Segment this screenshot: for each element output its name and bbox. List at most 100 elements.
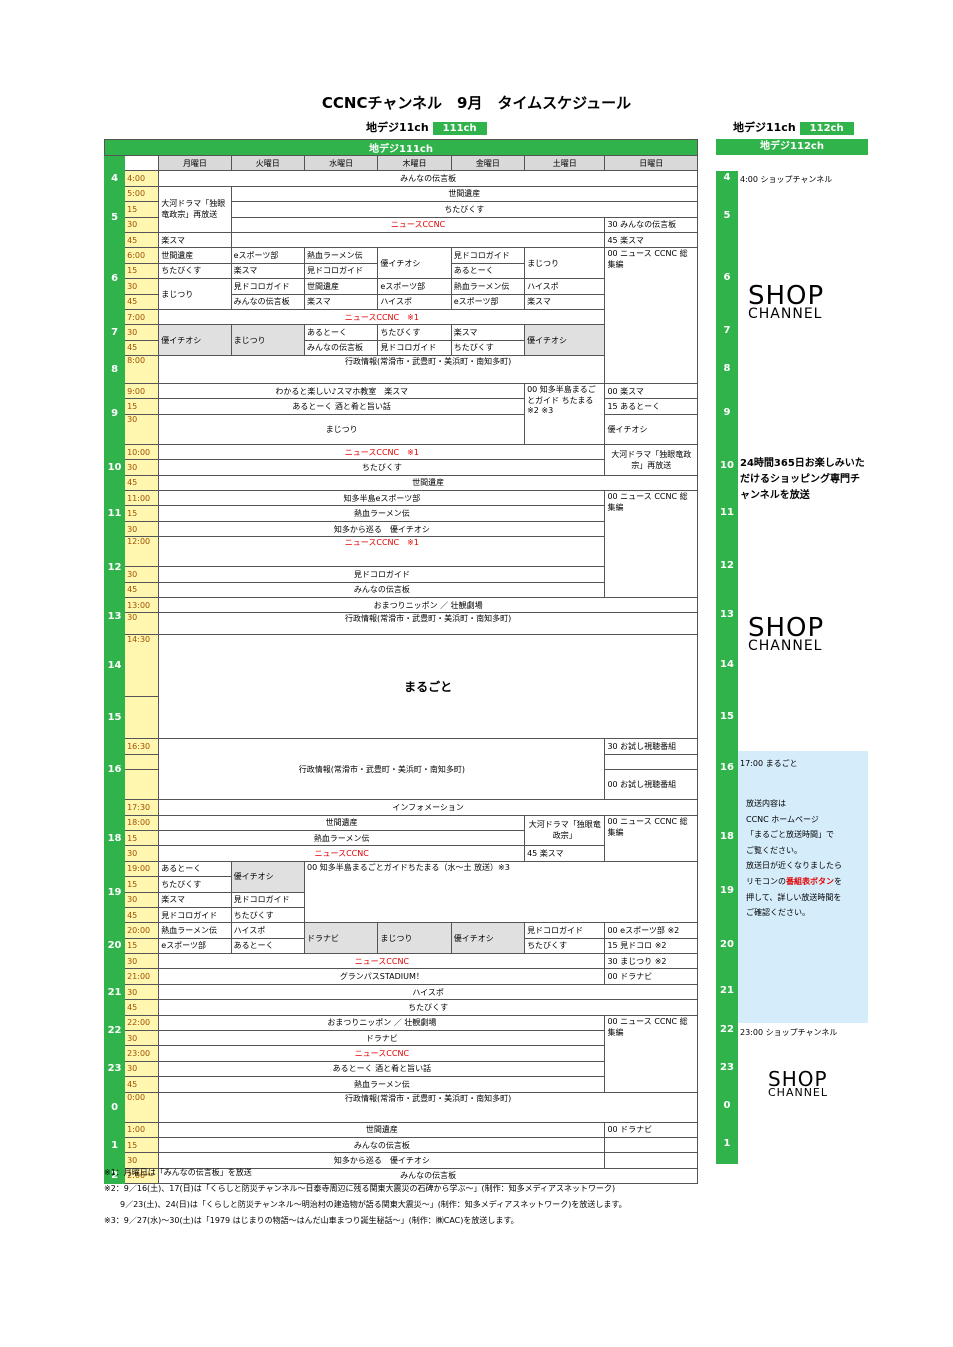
hour-label: 22 [103,1014,126,1047]
ch112-hour-label: 10 [720,460,734,472]
hour-label: 23 [103,1045,126,1093]
hour-label: 18 [103,814,126,862]
minute-label: 19:00 [124,860,160,878]
ch112-hour-label: 14 [720,658,734,670]
table-row [105,753,698,771]
program-cell: 見ドコロガイド [230,891,305,908]
ch112-hour-label: 22 [720,1023,734,1035]
program-cell: まじつり [377,922,452,955]
program-cell: あるとーく [230,937,305,955]
hour-label: 6 [103,247,126,310]
program-cell: あるとーく [158,860,232,878]
program-cell: みんなの伝言板 [303,339,379,357]
minute-label: 45 [124,581,160,598]
hour-label: 16 [103,738,126,801]
hour-label: 2 [103,1167,126,1185]
program-cell: 熱血ラーメン伝 [158,922,232,939]
minute-label: 15 [124,505,160,522]
program-cell: 楽スマ [303,293,379,310]
day-wed: 水曜日 [303,154,379,172]
ch111-label: 地デジ11ch [366,121,429,134]
program-cell: 楽スマ [450,324,526,341]
program-cell: わかると楽しい♪スマホ教室 楽スマ [158,383,526,400]
hour-label: 20 [103,922,126,970]
minute-label: 15 [124,829,160,847]
ch112-hour-label: 23 [720,1061,734,1073]
program-cell: 30 みんなの伝言板 [604,216,698,233]
program-cell: ハイスポ [158,983,698,1001]
day-thu: 木曜日 [377,154,452,172]
ch112-label: 地デジ11ch [733,121,796,134]
ch112-hour-label: 0 [723,1100,731,1112]
shop-channel-start: 4:00 ショップチャンネル [740,175,833,184]
program-cell: 熱血ラーメン伝 [450,278,526,295]
program-cell: グランパスSTADIUM！ [158,968,606,985]
hour-label: 10 [103,443,126,492]
program-cell: 00 知多半島まるごとガイドちたまる（水～土 放送）※3 [303,860,699,924]
minute-label: 1:00 [124,1121,160,1138]
day-fri: 金曜日 [450,154,526,172]
program-cell: ちたびくす [230,201,699,218]
minute-label: 18:00 [124,814,160,831]
program-cell: 優イチオシ [604,413,698,445]
minute-label: 45 [124,1076,160,1093]
program-cell: あるとーく 酒と肴と旨い話 [158,1060,606,1078]
footnote: 9／23(土)、24(日)は「くらしと防災チャンネル～明治村の建造物が語る関東大… [104,1200,627,1209]
day-mon: 月曜日 [158,154,232,172]
program-cell: ニュースCCNC ※1 [158,308,606,326]
minute-label: 30 [124,459,160,476]
hour-label: 8 [103,355,126,385]
minute-label: 17:30 [124,799,160,816]
minute-label: 30 [124,953,160,970]
minute-label: 6:00 [124,247,160,264]
minute-label: 8:00 [124,355,160,385]
ch112-hour-label: 6 [723,271,731,283]
program-cell: 知多から巡る 優イチオシ [158,1152,606,1169]
program-cell: 世間遺産 [158,1121,606,1138]
program-cell [230,231,606,249]
channel-bar-row: 地デジ111ch [104,139,698,156]
minute-label: 9:00 [124,383,160,400]
minute-label: 4:00 [124,170,160,187]
program-cell: 世間遺産 [303,278,379,295]
program-cell: インフォメーション [158,799,698,816]
program-cell: ニュースCCNC [158,845,526,862]
program-cell: 優イチオシ [158,324,232,357]
ch111-bar: 地デジ111ch [104,139,698,156]
ch112-hour-label: 12 [720,560,734,572]
program-cell: まじつり [158,413,526,445]
program-cell: 世間遺産 [158,474,698,492]
program-cell: 行政情報(常滑市・武豊町・美浜町・南知多町) [158,355,698,385]
shop-channel-restart: 23:00 ショップチャンネル [740,1028,838,1037]
program-cell: まじつり [524,247,606,280]
program-cell: 行政情報(常滑市・武豊町・美浜町・南知多町) [158,1091,698,1123]
ch112-hour-label: 9 [723,406,731,418]
footnote: ※1：月曜日は「みんなの伝言板」を放送 [104,1168,252,1177]
hour-label: 14 [103,634,126,698]
program-cell: 大河ドラマ「独眼竜政宗」再放送 [158,185,232,233]
ch112-hour-label: 7 [723,325,731,337]
minute-label: 30 [124,845,160,862]
program-cell: 熱血ラーメン伝 [158,505,606,522]
table-row: 00 お試し視聴番組 [105,769,698,801]
minute-label: 7:00 [124,308,160,326]
program-cell: ちたびくす [158,459,606,476]
minute-label: 15 [124,1136,160,1154]
hour-label: 19 [103,860,126,924]
program-cell: ドラナビ [158,1030,606,1047]
program-cell: 楽スマ [158,231,232,249]
page-title: CCNCチャンネル 9月 タイムスケジュール [321,94,632,112]
ch112-hour-label: 5 [723,210,731,222]
hour-label: 9 [103,383,126,445]
